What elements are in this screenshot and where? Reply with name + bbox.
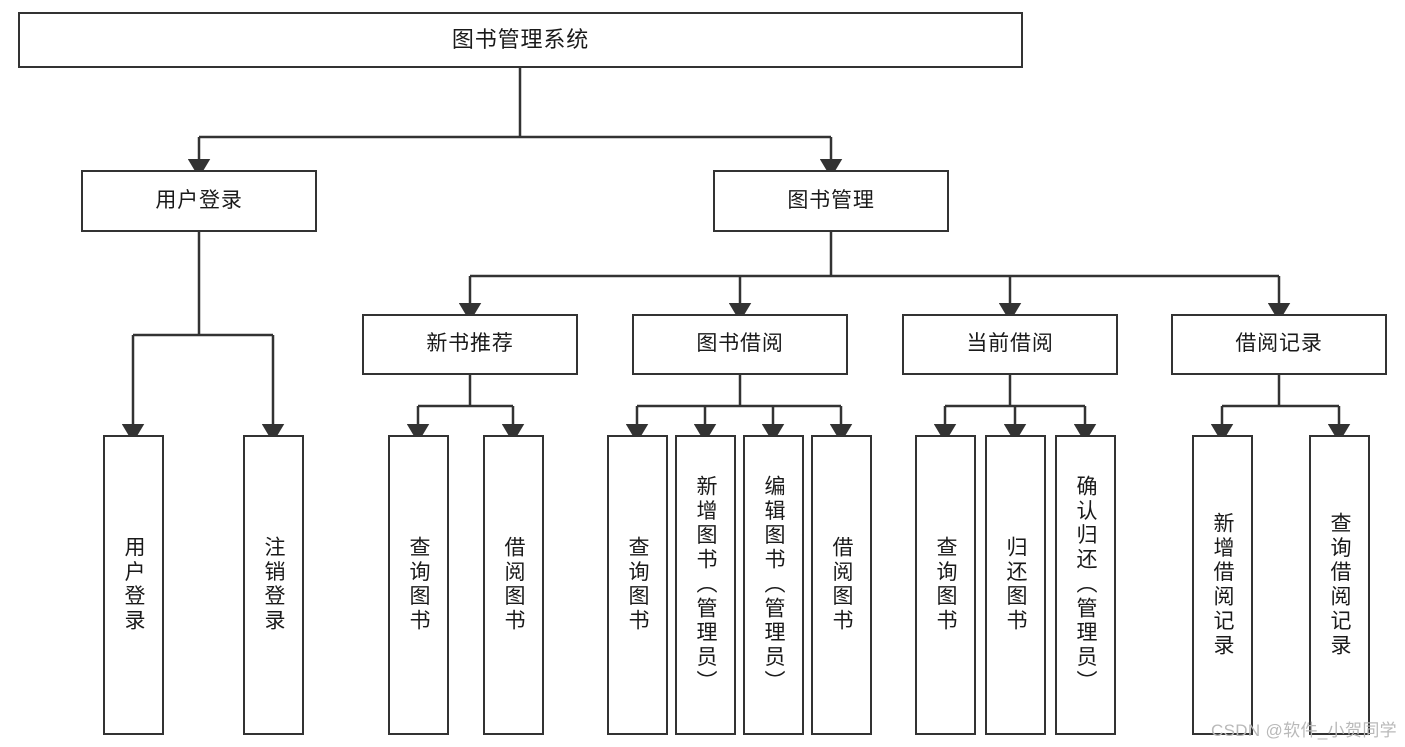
node-new-book-recommend[interactable]: 新书推荐 — [362, 314, 578, 375]
leaf-current-borrow-return[interactable]: 归还图书 — [985, 435, 1046, 735]
leaf-user-login-login-label: 用户登录 — [122, 536, 145, 634]
node-new-book-recommend-label: 新书推荐 — [426, 332, 514, 356]
node-borrow-record-label: 借阅记录 — [1235, 332, 1323, 356]
node-root-system[interactable]: 图书管理系统 — [18, 12, 1023, 68]
leaf-user-login-logout-label: 注销登录 — [262, 536, 285, 634]
leaf-current-borrow-confirm-return-label: 确认归还（管理员） — [1074, 475, 1097, 695]
leaf-borrow-record-query[interactable]: 查询借阅记录 — [1309, 435, 1370, 735]
leaf-borrow-record-query-label: 查询借阅记录 — [1328, 511, 1351, 659]
leaf-current-borrow-return-label: 归还图书 — [1004, 536, 1027, 634]
leaf-borrow-record-add-label: 新增借阅记录 — [1211, 511, 1234, 659]
leaf-book-borrow-query-label: 查询图书 — [626, 536, 649, 634]
node-borrow-record[interactable]: 借阅记录 — [1171, 314, 1387, 375]
leaf-borrow-record-add[interactable]: 新增借阅记录 — [1192, 435, 1253, 735]
node-user-login[interactable]: 用户登录 — [81, 170, 317, 232]
leaf-book-borrow-borrow[interactable]: 借阅图书 — [811, 435, 872, 735]
leaf-book-borrow-edit[interactable]: 编辑图书（管理员） — [743, 435, 804, 735]
node-current-borrow[interactable]: 当前借阅 — [902, 314, 1118, 375]
csdn-watermark: CSDN @软件_小贺同学 — [1210, 721, 1397, 740]
leaf-current-borrow-query-label: 查询图书 — [934, 536, 957, 634]
leaf-current-borrow-query[interactable]: 查询图书 — [915, 435, 976, 735]
leaf-new-book-borrow[interactable]: 借阅图书 — [483, 435, 544, 735]
leaf-book-borrow-borrow-label: 借阅图书 — [830, 536, 853, 634]
node-book-borrow[interactable]: 图书借阅 — [632, 314, 848, 375]
node-root-system-label: 图书管理系统 — [451, 27, 590, 53]
leaf-book-borrow-query[interactable]: 查询图书 — [607, 435, 668, 735]
leaf-book-borrow-edit-label: 编辑图书（管理员） — [762, 475, 785, 695]
leaf-user-login-logout[interactable]: 注销登录 — [243, 435, 304, 735]
node-book-management[interactable]: 图书管理 — [713, 170, 949, 232]
node-book-management-label: 图书管理 — [787, 188, 875, 212]
node-book-borrow-label: 图书借阅 — [696, 332, 784, 356]
node-current-borrow-label: 当前借阅 — [966, 332, 1054, 356]
leaf-book-borrow-add-label: 新增图书（管理员） — [694, 475, 717, 695]
node-user-login-label: 用户登录 — [155, 188, 243, 212]
leaf-book-borrow-add[interactable]: 新增图书（管理员） — [675, 435, 736, 735]
leaf-new-book-borrow-label: 借阅图书 — [502, 536, 525, 634]
leaf-new-book-query[interactable]: 查询图书 — [388, 435, 449, 735]
leaf-current-borrow-confirm-return[interactable]: 确认归还（管理员） — [1055, 435, 1116, 735]
leaf-new-book-query-label: 查询图书 — [407, 536, 430, 634]
leaf-user-login-login[interactable]: 用户登录 — [103, 435, 164, 735]
